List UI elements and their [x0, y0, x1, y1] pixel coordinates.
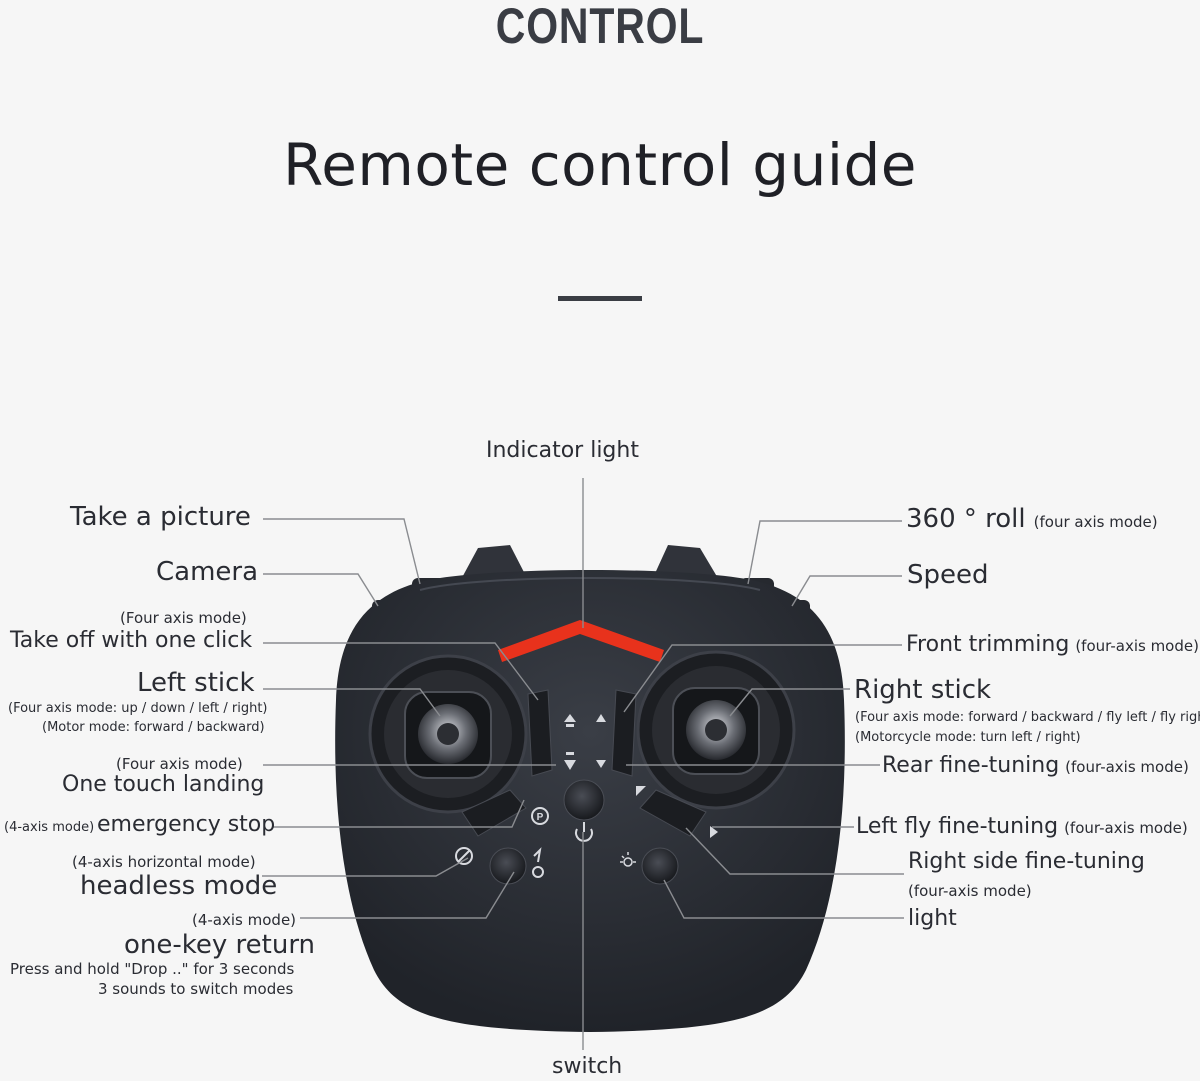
left-fly-trim-label: Left fly fine-tuning(four-axis mode) [856, 814, 1188, 839]
arrow-down-icon [564, 752, 576, 770]
return-label: one-key return [124, 930, 316, 960]
roll-label: 360 ° roll(four axis mode) [906, 504, 1158, 534]
takeoff-landing-paddle[interactable] [527, 689, 553, 777]
speed-label: Speed [907, 560, 989, 590]
emergency-mode-label: (4-axis mode) [4, 820, 95, 835]
left-stick-label: Left stick [137, 668, 255, 698]
front-rear-trim-paddle[interactable] [611, 689, 637, 777]
light-button[interactable] [641, 847, 679, 885]
right-stick-label: Right stick [854, 675, 992, 705]
left-stick[interactable] [368, 654, 528, 814]
power-button[interactable] [563, 779, 605, 821]
right-side-trim-label: Right side fine-tuning [908, 849, 1145, 874]
return-note-2: 3 sounds to switch modes [98, 980, 294, 998]
trim-down-icon [596, 760, 606, 768]
right-side-trim-mode: (four-axis mode) [908, 882, 1032, 900]
trim-right-icon [710, 826, 718, 838]
front-trim-label: Front trimming(four-axis mode) [906, 632, 1199, 657]
return-button[interactable] [489, 847, 527, 885]
takeoff-label: Take off with one click [10, 628, 253, 653]
camera-label: Camera [156, 557, 259, 587]
trim-left-icon [636, 786, 646, 796]
header-title: CONTROL [495, 0, 705, 54]
take-picture-label: Take a picture [70, 502, 251, 532]
leader-lines [262, 478, 904, 1050]
headless-mode-note: (4-axis horizontal mode) [72, 853, 256, 871]
emergency-paddle[interactable] [461, 789, 527, 837]
power-icon [575, 822, 593, 842]
rear-trim-label: Rear fine-tuning(four-axis mode) [882, 753, 1189, 778]
indicator-light [498, 620, 664, 662]
right-stick[interactable] [636, 650, 796, 810]
right-stick-note-2: (Motorcycle mode: turn left / right) [855, 730, 1081, 745]
switch-label: switch [552, 1054, 623, 1079]
trim-up-icon [596, 714, 606, 722]
return-icon [532, 847, 544, 878]
takeoff-mode-label: (Four axis mode) [120, 609, 247, 627]
light-label: light [908, 906, 957, 931]
landing-label: One touch landing [62, 772, 265, 797]
page-subtitle: Remote control guide [283, 131, 917, 199]
arrow-up-icon [564, 714, 576, 727]
left-stick-note-1: (Four axis mode: up / down / left / righ… [8, 701, 268, 716]
svg-text:P: P [537, 812, 544, 823]
parking-icon: P [531, 807, 549, 825]
landing-mode-label: (Four axis mode) [116, 755, 243, 773]
light-icon [620, 852, 636, 867]
return-note-1: Press and hold "Drop .." for 3 seconds [10, 960, 295, 978]
headless-label: headless mode [80, 871, 278, 901]
return-mode-label: (4-axis mode) [192, 911, 297, 929]
headless-icon [455, 847, 473, 865]
emergency-label: emergency stop [97, 812, 276, 837]
side-trim-paddle[interactable] [639, 789, 707, 837]
title-divider [558, 296, 642, 301]
indicator-light-label: Indicator light [486, 438, 639, 463]
right-stick-note-1: (Four axis mode: forward / backward / fl… [855, 710, 1200, 725]
left-stick-note-2: (Motor mode: forward / backward) [42, 720, 265, 735]
